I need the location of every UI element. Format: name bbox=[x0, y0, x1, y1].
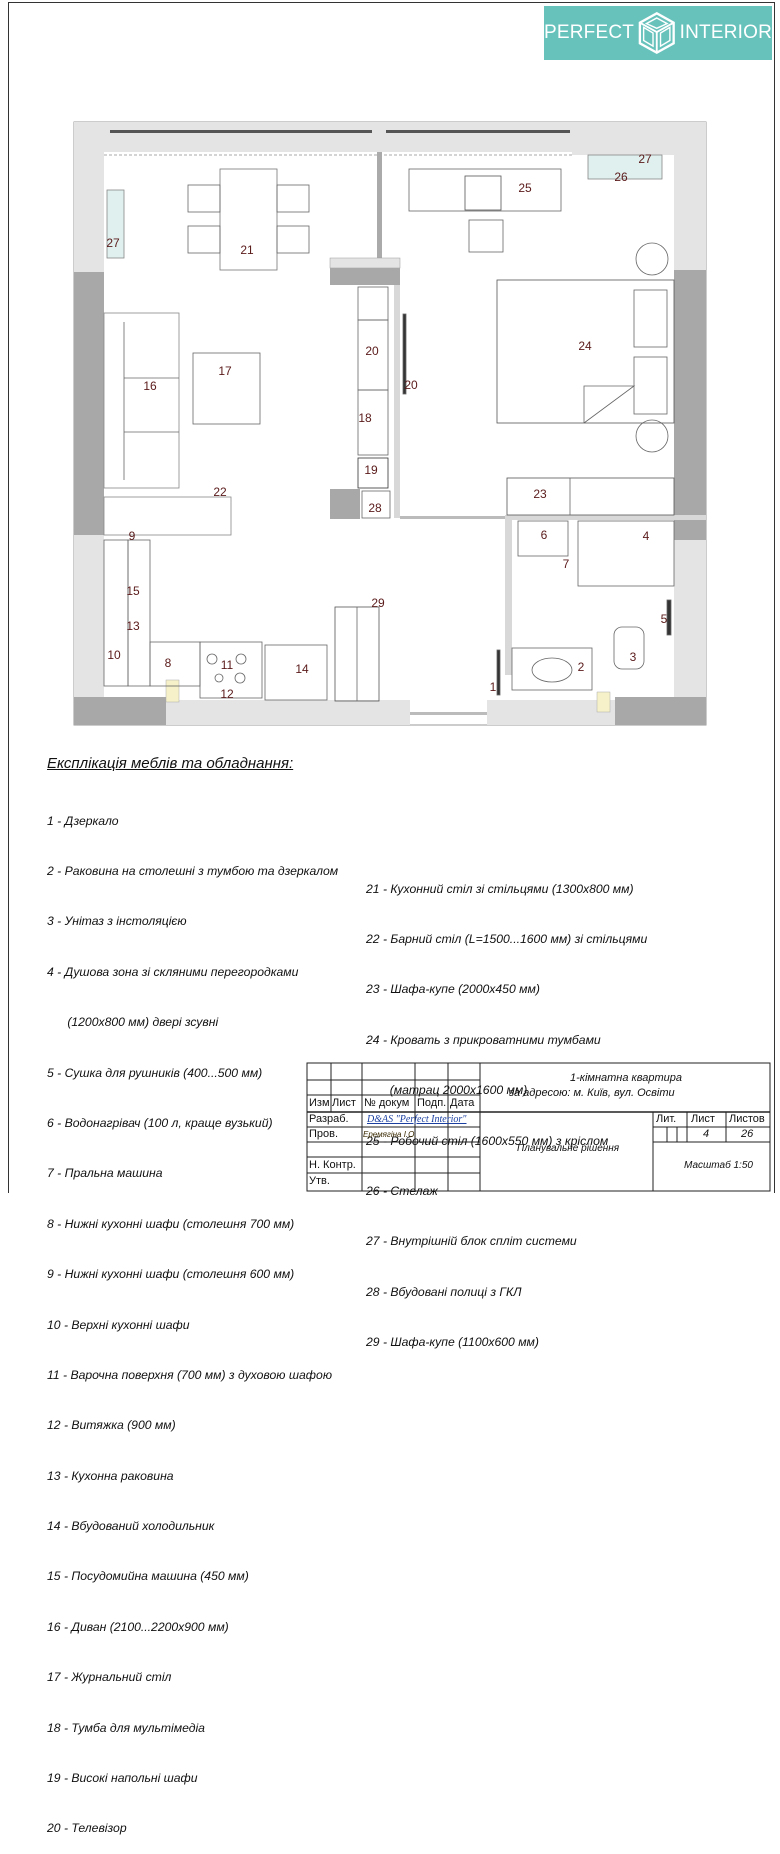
legend-item: 4 - Душова зона зі скляними перегородкам… bbox=[47, 964, 299, 979]
legend-column-1: 1 - Дзеркало 2 - Раковина на столешні з … bbox=[47, 779, 338, 1854]
label-13: 13 bbox=[126, 619, 140, 633]
legend-item: 19 - Високі напольні шафи bbox=[47, 1771, 198, 1786]
legend-item: (матрац 2000х1600 мм) bbox=[366, 1083, 528, 1098]
header-podp: Подп. bbox=[417, 1097, 447, 1109]
walls bbox=[73, 121, 707, 726]
logo-text-right: INTERIOR bbox=[679, 22, 772, 43]
label-19: 19 bbox=[364, 463, 378, 477]
legend-item: 18 - Тумба для мультімедіа bbox=[47, 1720, 205, 1735]
legend-item: 12 - Витяжка (900 мм) bbox=[47, 1418, 176, 1433]
label-20: 20 bbox=[365, 344, 379, 358]
label-26: 26 bbox=[614, 170, 628, 184]
legend-item: 10 - Верхні кухонні шафи bbox=[47, 1317, 190, 1332]
label-3: 3 bbox=[630, 650, 637, 664]
header-sheets: Листов bbox=[729, 1113, 765, 1125]
label-24: 24 bbox=[578, 339, 592, 353]
scale: Масштаб 1:50 bbox=[684, 1160, 753, 1171]
label-4: 4 bbox=[643, 529, 650, 543]
label-17: 17 bbox=[218, 364, 232, 378]
sheet-count: 26 bbox=[741, 1128, 754, 1140]
furniture bbox=[103, 154, 675, 702]
legend-title: Експлікація меблів та обладнання: bbox=[47, 755, 294, 772]
header-date: Дата bbox=[450, 1097, 475, 1109]
label-23: 23 bbox=[533, 487, 547, 501]
project-address: за адресою: м. Київ, вул. Освіти bbox=[509, 1087, 675, 1099]
label-22: 22 bbox=[213, 485, 227, 499]
legend-item: 8 - Нижні кухонні шафи (столешня 700 мм) bbox=[47, 1216, 295, 1231]
label-29: 29 bbox=[371, 596, 385, 610]
drawing-frame bbox=[8, 2, 775, 1193]
label-10: 10 bbox=[107, 648, 121, 662]
floor-plan: 27 21 17 16 22 9 15 13 10 8 11 12 14 29 … bbox=[73, 121, 771, 1192]
label-7: 7 bbox=[563, 557, 570, 571]
project-title: 1-кімнатна квартира bbox=[570, 1072, 682, 1084]
legend-item: 26 - Стелаж bbox=[366, 1183, 438, 1198]
label-16: 16 bbox=[143, 379, 157, 393]
cube-logo-icon bbox=[638, 11, 675, 55]
label-28: 28 bbox=[368, 501, 382, 515]
razrab-label: Разраб. bbox=[309, 1113, 349, 1125]
label-9: 9 bbox=[129, 529, 136, 543]
label-11: 11 bbox=[221, 658, 234, 672]
legend-item: 29 - Шафа-купе (1100х600 мм) bbox=[366, 1335, 539, 1350]
legend-item: 9 - Нижні кухонні шафи (столешня 600 мм) bbox=[47, 1267, 295, 1282]
legend-item: 20 - Телевізор bbox=[47, 1821, 127, 1836]
legend-item: 14 - Вбудований холодильник bbox=[47, 1519, 215, 1534]
header-doc: № докум bbox=[364, 1097, 410, 1109]
label-27: 27 bbox=[106, 236, 120, 250]
label-27: 27 bbox=[638, 152, 652, 166]
label-6: 6 bbox=[541, 528, 548, 542]
header-lit: Лит. bbox=[656, 1113, 677, 1125]
sheet-number: 4 bbox=[703, 1128, 710, 1140]
label-18: 18 bbox=[358, 411, 372, 425]
legend-item: 11 - Варочна поверхня (700 мм) з духовою… bbox=[47, 1367, 332, 1382]
legend-item: 13 - Кухонна раковина bbox=[47, 1468, 174, 1483]
legend-item: 23 - Шафа-купе (2000х450 мм) bbox=[366, 982, 540, 997]
legend-item: 25 - Робочий стіл (1600х550 мм) з крісло… bbox=[366, 1133, 609, 1148]
label-14: 14 bbox=[295, 662, 309, 676]
label-5: 5 bbox=[661, 612, 668, 626]
prov-label: Пров. bbox=[309, 1128, 339, 1140]
label-21: 21 bbox=[240, 243, 254, 257]
label-2: 2 bbox=[578, 660, 585, 674]
razrab-name: D&AS "Perfect Interior" bbox=[367, 1114, 467, 1125]
logo-text-left: PERFECT bbox=[544, 22, 635, 43]
legend-item: 5 - Сушка для рушників (400...500 мм) bbox=[47, 1065, 263, 1080]
prov-name: Еремягіна І.О. bbox=[363, 1130, 417, 1139]
company-logo: PERFECT INTERIOR bbox=[544, 6, 772, 60]
label-1: 1 bbox=[490, 680, 497, 694]
label-8: 8 bbox=[165, 656, 172, 670]
legend-item: 27 - Внутрішній блок спліт системи bbox=[366, 1234, 577, 1249]
legend-item: 15 - Посудомийна машина (450 мм) bbox=[47, 1569, 249, 1584]
legend-item: 28 - Вбудовані полиці з ГКЛ bbox=[366, 1284, 522, 1299]
legend-item: 17 - Журнальний стіл bbox=[47, 1670, 172, 1685]
utv-label: Утв. bbox=[309, 1175, 330, 1187]
label-25: 25 bbox=[518, 181, 532, 195]
label-20: 20 bbox=[404, 378, 418, 392]
legend-item: 21 - Кухонний стіл зі стільцями (1300х80… bbox=[366, 881, 634, 896]
header-sheet: Лист bbox=[691, 1113, 715, 1125]
header-izm: Изм bbox=[309, 1097, 330, 1109]
legend-item: 6 - Водонагрівач (100 л, краще вузький) bbox=[47, 1115, 273, 1130]
legend-item: 24 - Кровать з прикроватними тумбами bbox=[366, 1032, 601, 1047]
legend-item: 16 - Диван (2100...2200х900 мм) bbox=[47, 1619, 229, 1634]
item-number-labels: 27 21 17 16 22 9 15 13 10 8 11 12 14 29 … bbox=[106, 152, 667, 701]
legend-item: 1 - Дзеркало bbox=[47, 813, 119, 828]
sheet-title: Планувальне рішення bbox=[517, 1143, 620, 1154]
header-list: Лист bbox=[332, 1097, 356, 1109]
legend-item: 7 - Пральна машина bbox=[47, 1166, 163, 1181]
label-15: 15 bbox=[126, 584, 140, 598]
label-12: 12 bbox=[220, 687, 234, 701]
legend-item: 22 - Барний стіл (L=1500...1600 мм) зі с… bbox=[366, 931, 648, 946]
legend-item: (1200х800 мм) двері зсувні bbox=[47, 1015, 219, 1030]
legend-item: 3 - Унітаз з інстоляцією bbox=[47, 914, 187, 929]
legend-item: 2 - Раковина на столешні з тумбою та дзе… bbox=[47, 863, 339, 878]
title-block-grid bbox=[306, 1062, 771, 1192]
nkontr-label: Н. Контр. bbox=[309, 1159, 356, 1171]
